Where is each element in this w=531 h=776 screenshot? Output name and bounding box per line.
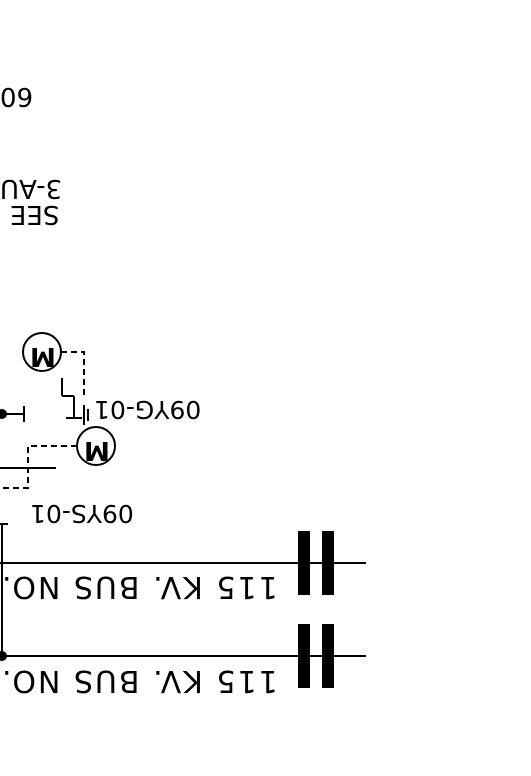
see-reference-line2: SEE bbox=[10, 199, 59, 229]
disconnect-switch-label: 09YS-01 bbox=[30, 499, 134, 528]
ground-switch-label: 09YG-01 bbox=[94, 395, 201, 424]
top-number-label: 60 bbox=[0, 81, 33, 111]
ground-switch-symbol bbox=[61, 378, 89, 425]
bus-2-terminator-left bbox=[298, 624, 310, 688]
motor-operator-upper: M bbox=[22, 332, 62, 372]
bus-1-label: 115 KV. BUS NO. bbox=[0, 569, 278, 604]
motor-operator-lower-label: M bbox=[84, 435, 110, 465]
motor-operator-upper-label: M bbox=[30, 341, 56, 371]
see-reference-line1: 3-AU bbox=[0, 173, 62, 203]
upper-motor-linkage bbox=[61, 351, 85, 396]
motor-operator-lower: M bbox=[76, 426, 116, 466]
bus-1-terminator-right bbox=[322, 531, 334, 595]
bus-1-terminator-left bbox=[298, 531, 310, 595]
bus-2-label: 115 KV. BUS NO. bbox=[0, 663, 278, 698]
bus-2-terminator-right bbox=[322, 624, 334, 688]
